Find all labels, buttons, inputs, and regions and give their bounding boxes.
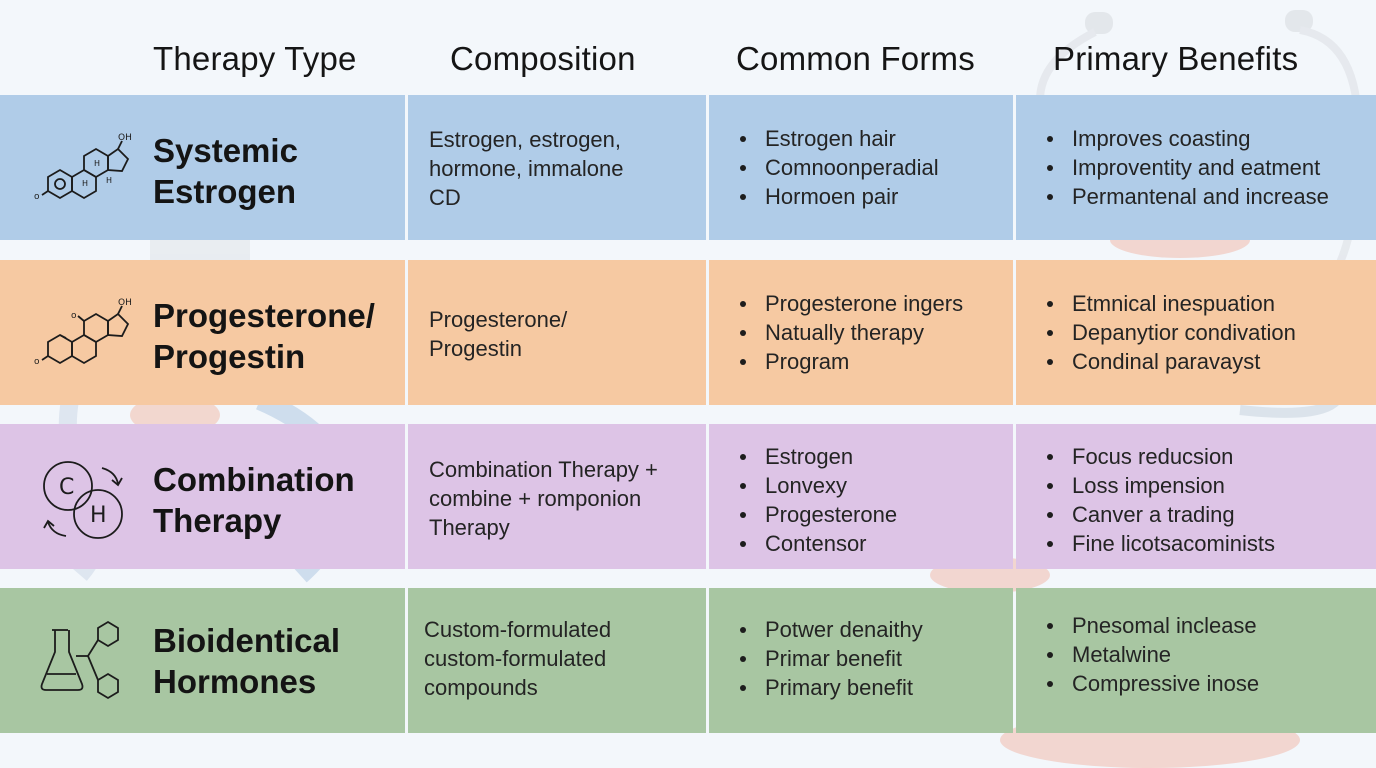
list-item: Condinal paravayst — [1042, 347, 1296, 376]
svg-text:OH: OH — [118, 298, 132, 308]
therapy-type-name: Combination Therapy — [153, 461, 355, 539]
svg-text:o: o — [34, 192, 40, 202]
list-item: Depanytior condivation — [1042, 318, 1296, 347]
composition-text: Estrogen, estrogen, hormone, immalone CD — [429, 127, 624, 210]
composition-text: Combination Therapy + combine + romponio… — [429, 457, 658, 540]
composition-cell: Progesterone/ Progestin — [408, 260, 706, 405]
list-item: Compressive inose — [1042, 669, 1259, 698]
list-item: Lonvexy — [735, 471, 897, 500]
benefits-list: Pnesomal inclease Metalwine Compressive … — [1042, 611, 1259, 698]
therapy-type-cell: C H Combination Therapy — [0, 424, 405, 569]
therapy-type-name: Progesterone/ Progestin — [153, 297, 375, 375]
therapy-type-cell: OH o H H H Systemic Estrogen — [0, 95, 405, 240]
forms-list: Estrogen hair Comnoonperadial Hormoen pa… — [735, 124, 939, 211]
composition-cell: Estrogen, estrogen, hormone, immalone CD — [408, 95, 706, 240]
svg-text:o: o — [71, 311, 77, 321]
list-item: Progesterone — [735, 500, 897, 529]
list-item: Natually therapy — [735, 318, 963, 347]
composition-text: Progesterone/ Progestin — [429, 307, 568, 361]
forms-list: Progesterone ingers Natually therapy Pro… — [735, 289, 963, 376]
composition-text: Custom-formulated custom-formulated comp… — [424, 617, 612, 700]
common-forms-cell: Potwer denaithy Primar benefit Primary b… — [709, 588, 1013, 733]
list-item: Hormoen pair — [735, 182, 939, 211]
list-item: Pnesomal inclease — [1042, 611, 1259, 640]
list-item: Program — [735, 347, 963, 376]
list-item: Primary benefit — [735, 673, 923, 702]
list-item: Contensor — [735, 529, 897, 558]
list-item: Canver a trading — [1042, 500, 1275, 529]
composition-cell: Combination Therapy + combine + romponio… — [408, 424, 706, 569]
header-composition: Composition — [450, 40, 636, 77]
list-item: Permantenal and increase — [1042, 182, 1329, 211]
table-row-progesterone: OH o o Progesterone/ Progestin Progester… — [0, 260, 1376, 405]
list-item: Estrogen hair — [735, 124, 939, 153]
benefits-list: Improves coasting Improventity and eatme… — [1042, 124, 1329, 211]
benefits-list: Focus reducsion Loss impension Canver a … — [1042, 442, 1275, 558]
steroid-molecule-icon: OH o o — [34, 296, 134, 371]
svg-text:OH: OH — [118, 133, 132, 143]
therapy-type-cell: Bioidentical Hormones — [0, 588, 405, 733]
therapy-type-name: Bioidentical Hormones — [153, 622, 341, 700]
list-item: Comnoonperadial — [735, 153, 939, 182]
therapy-type-name: Systemic Estrogen — [153, 132, 298, 210]
list-item: Improves coasting — [1042, 124, 1329, 153]
svg-text:o: o — [34, 357, 40, 367]
common-forms-cell: Estrogen Lonvexy Progesterone Contensor — [709, 424, 1013, 569]
forms-list: Estrogen Lonvexy Progesterone Contensor — [735, 442, 897, 558]
primary-benefits-cell: Focus reducsion Loss impension Canver a … — [1016, 424, 1376, 569]
common-forms-cell: Estrogen hair Comnoonperadial Hormoen pa… — [709, 95, 1013, 240]
benefits-list: Etmnical inespuation Depanytior condivat… — [1042, 289, 1296, 376]
table-row-systemic-estrogen: OH o H H H Systemic Estrogen Estrogen, e… — [0, 95, 1376, 240]
therapy-type-cell: OH o o Progesterone/ Progestin — [0, 260, 405, 405]
svg-text:C: C — [59, 475, 74, 500]
svg-text:H: H — [106, 176, 112, 185]
primary-benefits-cell: Pnesomal inclease Metalwine Compressive … — [1016, 588, 1376, 733]
combination-circles-icon: C H — [38, 456, 130, 540]
composition-cell: Custom-formulated custom-formulated comp… — [408, 588, 706, 733]
list-item: Improventity and eatment — [1042, 153, 1329, 182]
forms-list: Potwer denaithy Primar benefit Primary b… — [735, 615, 923, 702]
svg-text:H: H — [90, 503, 107, 528]
list-item: Etmnical inespuation — [1042, 289, 1296, 318]
table-row-bioidentical-hormones: Bioidentical Hormones Custom-formulated … — [0, 588, 1376, 733]
header-therapy-type: Therapy Type — [153, 40, 357, 77]
header-primary-benefits: Primary Benefits — [1053, 40, 1299, 77]
common-forms-cell: Progesterone ingers Natually therapy Pro… — [709, 260, 1013, 405]
primary-benefits-cell: Improves coasting Improventity and eatme… — [1016, 95, 1376, 240]
list-item: Estrogen — [735, 442, 897, 471]
table-header: Therapy Type Composition Common Forms Pr… — [0, 0, 1376, 95]
flask-molecule-icon — [38, 618, 130, 704]
list-item: Fine licotsacominists — [1042, 529, 1275, 558]
list-item: Potwer denaithy — [735, 615, 923, 644]
primary-benefits-cell: Etmnical inespuation Depanytior condivat… — [1016, 260, 1376, 405]
list-item: Progesterone ingers — [735, 289, 963, 318]
steroid-molecule-icon: OH o H H H — [34, 131, 134, 206]
svg-text:H: H — [94, 159, 100, 168]
list-item: Loss impension — [1042, 471, 1275, 500]
list-item: Focus reducsion — [1042, 442, 1275, 471]
list-item: Metalwine — [1042, 640, 1259, 669]
table-row-combination-therapy: C H Combination Therapy Combination Ther… — [0, 424, 1376, 569]
header-common-forms: Common Forms — [736, 40, 975, 77]
svg-text:H: H — [82, 179, 88, 188]
list-item: Primar benefit — [735, 644, 923, 673]
